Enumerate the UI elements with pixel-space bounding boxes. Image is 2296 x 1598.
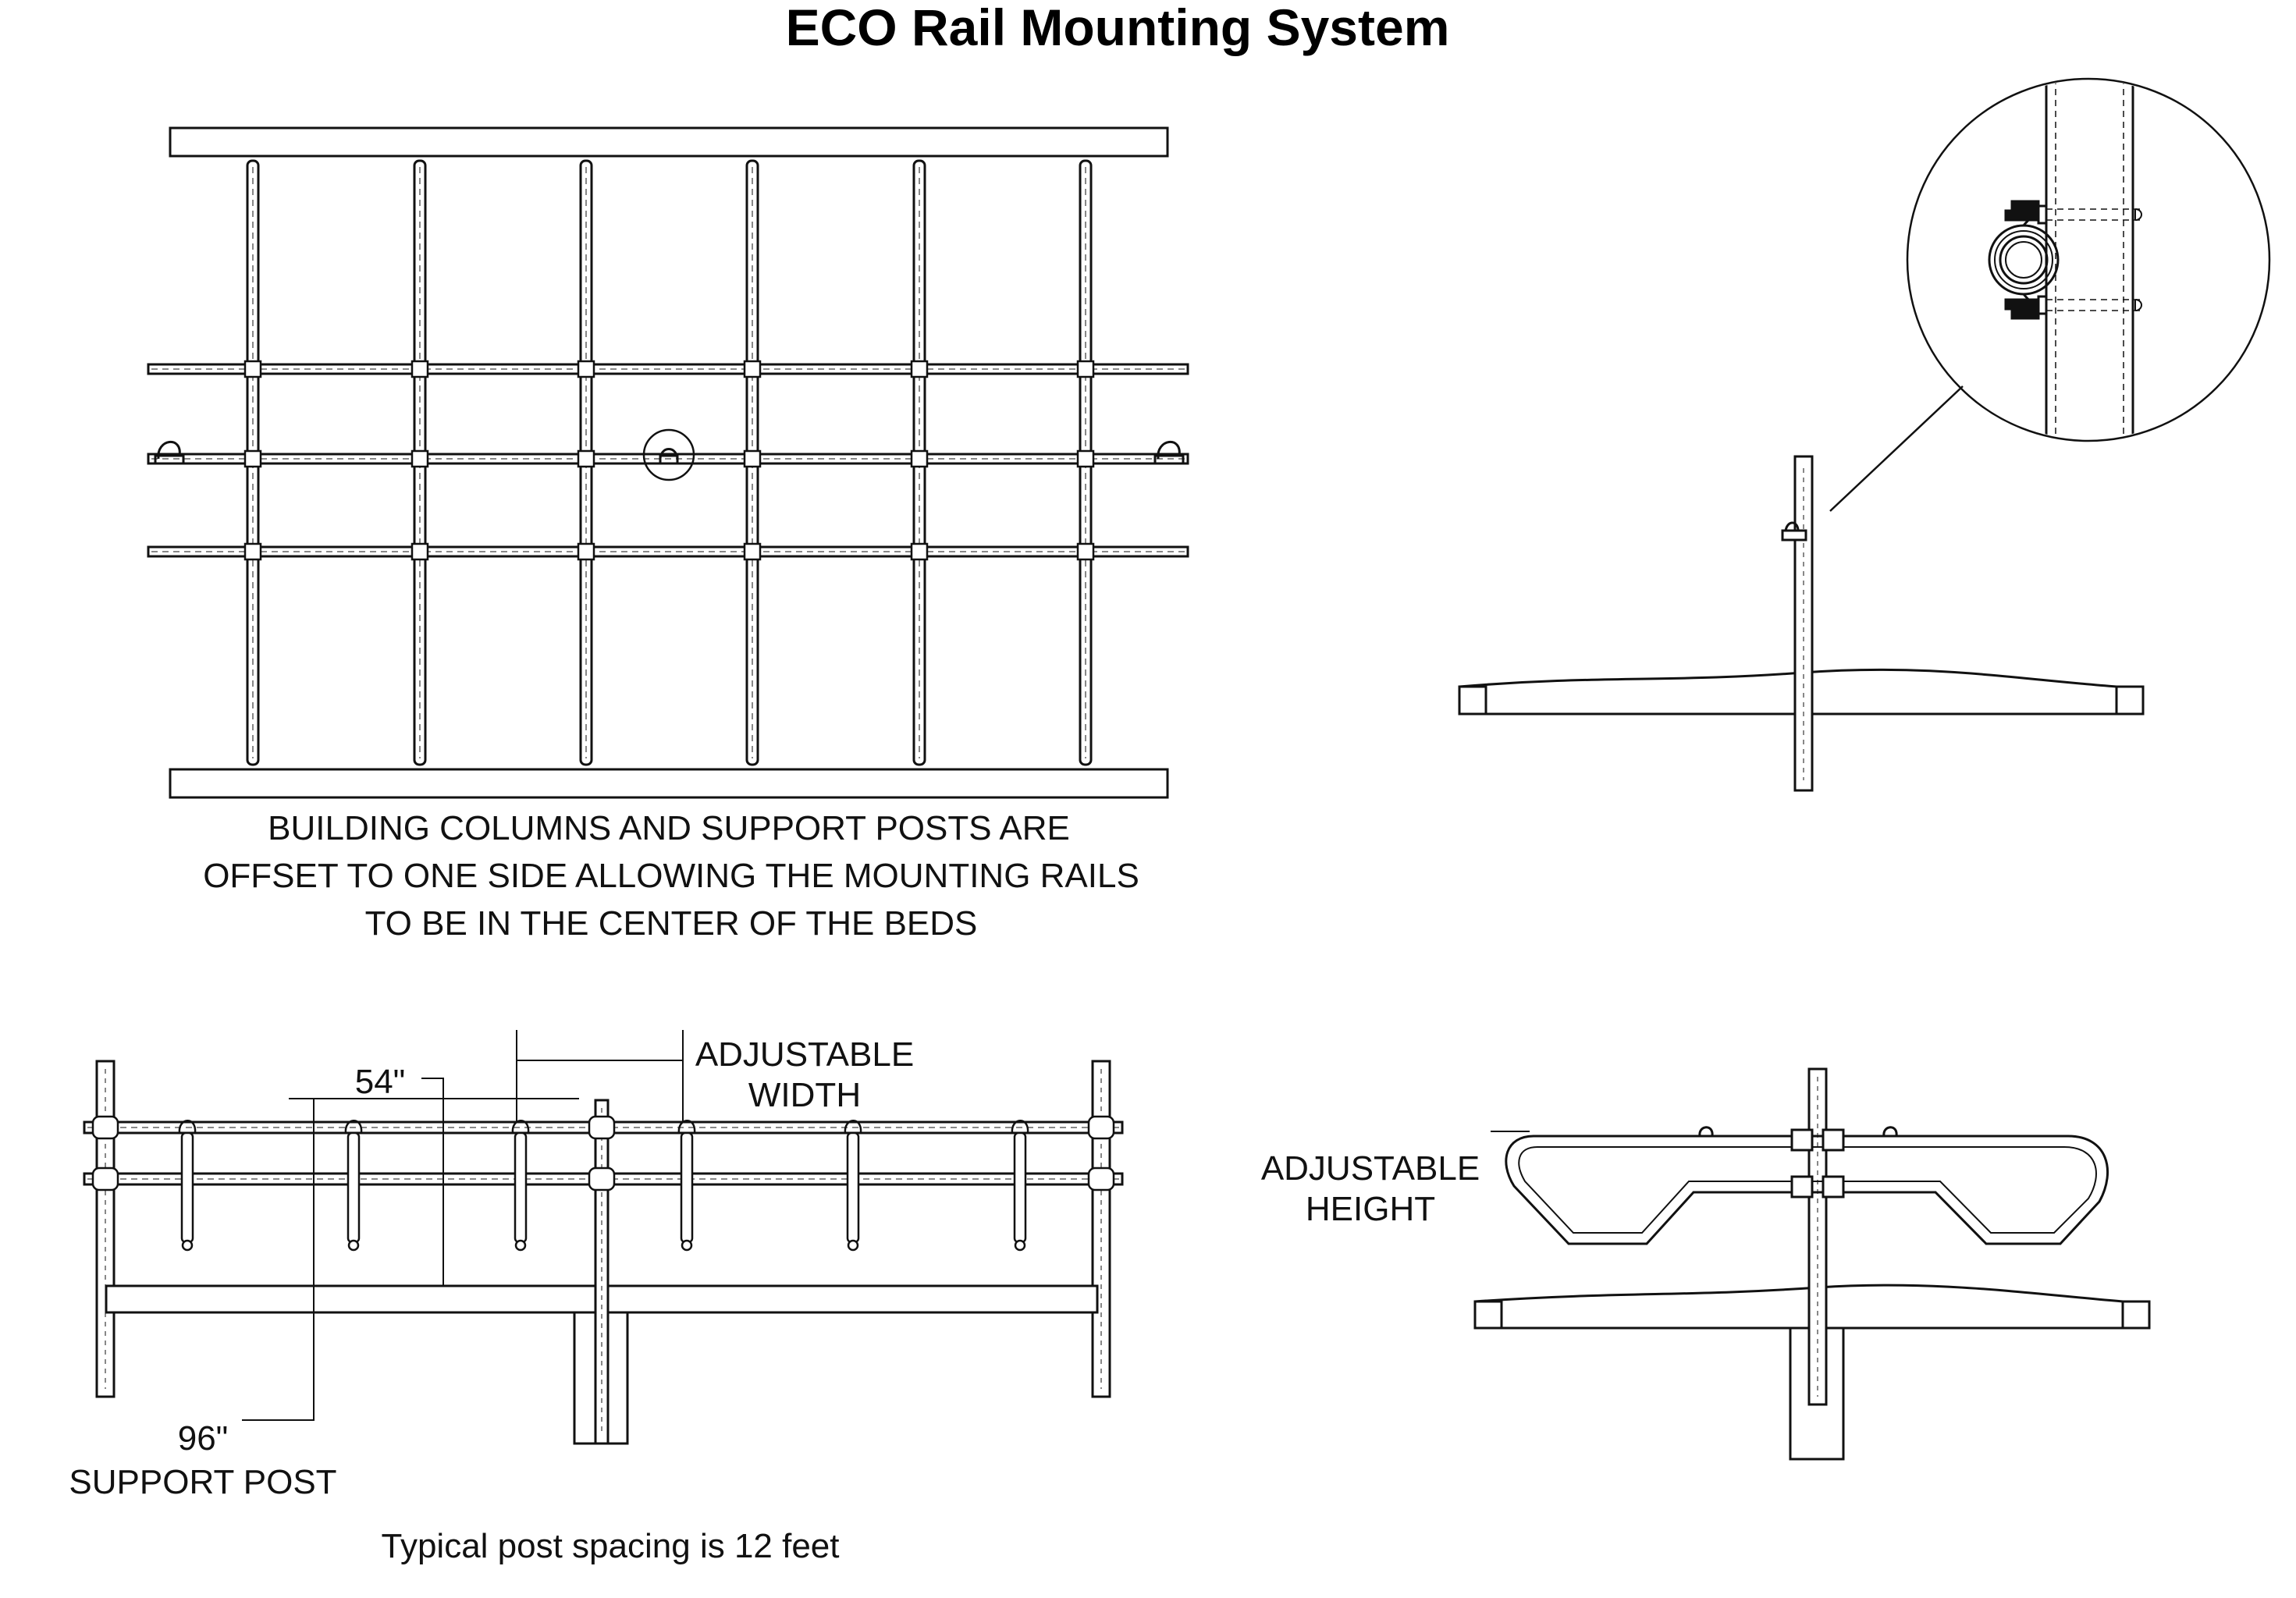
mounting-rail-1: [147, 363, 1189, 375]
support-post-label-1: 96": [178, 1419, 229, 1458]
rail-hanger: [344, 1120, 363, 1252]
rail-joint: [1076, 360, 1095, 378]
rail-clamp: [91, 1115, 119, 1140]
rail-joint: [1076, 542, 1095, 561]
support-post-label-2: SUPPORT POST: [69, 1463, 336, 1501]
plan-view: [147, 126, 1189, 799]
top-bed: [169, 126, 1169, 158]
detail-circle: [1906, 77, 2271, 442]
rail-hanger: [844, 1120, 862, 1252]
right-end-hook: [1153, 441, 1185, 465]
rail-joint: [910, 449, 929, 468]
bed-profile: [1459, 668, 2117, 688]
end-bed-profile: [1474, 1284, 2124, 1303]
rail-joint: [910, 542, 929, 561]
adjustable-height-label-2: HEIGHT: [1306, 1190, 1435, 1228]
left-end-hook: [154, 441, 185, 465]
rail-joint: [1076, 449, 1095, 468]
rail-joint: [743, 542, 762, 561]
detail-marker: [642, 428, 695, 481]
mounting-rails: [147, 363, 1189, 558]
rail-clamp: [91, 1167, 119, 1191]
rail-hanger: [677, 1120, 696, 1252]
end-view-labels: ADJUSTABLE HEIGHT: [1261, 1149, 1480, 1228]
page-title: ECO Rail Mounting System: [786, 0, 1450, 56]
rail-joint: [743, 449, 762, 468]
bed-left-end: [1458, 685, 1487, 716]
dimension-lines: [242, 1030, 684, 1421]
plan-caption-line-1: BUILDING COLUMNS AND SUPPORT POSTS ARE: [268, 809, 1070, 847]
rail-joint: [411, 542, 429, 561]
post-spacing-note: Typical post spacing is 12 feet: [382, 1527, 840, 1565]
rail-hangers: [178, 1120, 1029, 1252]
end-view: [1473, 1067, 2151, 1461]
rail-clamp: [1087, 1115, 1115, 1140]
rail-joint: [243, 542, 262, 561]
bottom-bed: [169, 768, 1169, 799]
dimension-54-label: 54": [355, 1063, 406, 1101]
rail-joint: [577, 449, 595, 468]
ring-clamp: [1988, 200, 2060, 320]
adjustable-rail-loop: [1505, 1135, 2109, 1245]
adjustable-width-label-1: ADJUSTABLE: [695, 1035, 914, 1074]
adjustable-width-label-2: WIDTH: [748, 1076, 861, 1114]
rail-hanger: [178, 1120, 197, 1252]
elevation-labels: 54" ADJUSTABLE WIDTH 96" SUPPORT POST Ty…: [69, 1035, 914, 1565]
rail-clamp: [588, 1115, 616, 1140]
plan-caption-line-2: OFFSET TO ONE SIDE ALLOWING THE MOUNTING…: [203, 857, 1139, 895]
plan-caption: BUILDING COLUMNS AND SUPPORT POSTS ARE O…: [203, 809, 1139, 943]
adjustable-height-label-1: ADJUSTABLE: [1261, 1149, 1480, 1188]
mounting-rail-3: [147, 545, 1189, 558]
rail-joint: [411, 449, 429, 468]
rail-joint: [577, 360, 595, 378]
rail-hanger: [1011, 1120, 1029, 1252]
rail-hanger: [511, 1120, 530, 1252]
elevation-view: [83, 1030, 1124, 1445]
rail-clamps: [91, 1115, 1115, 1191]
rail-joints: [243, 360, 1095, 561]
rail-clamp: [588, 1167, 616, 1191]
rail-clamp: [1087, 1167, 1115, 1191]
rail-joint: [577, 542, 595, 561]
detail-leader: [1829, 385, 1964, 512]
side-view: [1458, 77, 2271, 792]
rail-joint: [243, 360, 262, 378]
rail-joint: [243, 449, 262, 468]
rail-joint: [910, 360, 929, 378]
bed-right-end: [2115, 685, 2145, 716]
plan-caption-line-3: TO BE IN THE CENTER OF THE BEDS: [365, 904, 978, 943]
rail-joint: [411, 360, 429, 378]
rail-joint: [743, 360, 762, 378]
